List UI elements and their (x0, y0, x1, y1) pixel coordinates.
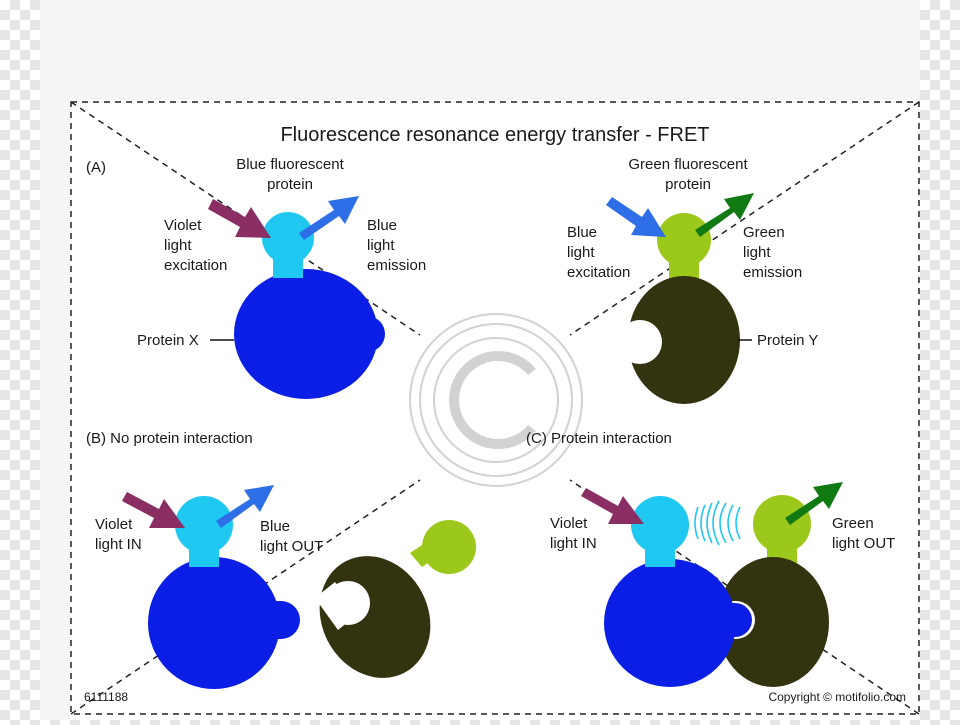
blue-excitation-arrow (606, 197, 666, 237)
fret-diagram: Fluorescence resonance energy transfer -… (70, 100, 920, 720)
blue-excitation-line3: excitation (567, 264, 630, 281)
violet-in-b-line2: light IN (95, 536, 142, 553)
blue-emission-line1: Blue (367, 217, 397, 234)
energy-transfer-waves (694, 500, 741, 546)
figure-id: 6111188 (84, 690, 128, 704)
panel-a-label: (A) (86, 159, 106, 176)
violet-in-arrow-c (581, 488, 644, 524)
panel-b-label: (B) No protein interaction (86, 430, 253, 447)
panel-c-label: (C) Protein interaction (526, 430, 672, 447)
green-emission-line2: light (743, 244, 771, 261)
protein-x-b (148, 496, 300, 689)
green-emission-line1: Green (743, 224, 785, 241)
copyright-watermark-icon (409, 313, 583, 487)
violet-excitation-line3: excitation (164, 257, 227, 274)
protein-x-label: Protein X (137, 332, 199, 349)
green-out-arrow-c (785, 482, 843, 525)
blue-excitation-line1: Blue (567, 224, 597, 241)
page-title: Fluorescence resonance energy transfer -… (280, 124, 709, 146)
protein-x-a (234, 212, 385, 399)
violet-in-c-line1: Violet (550, 515, 588, 532)
protein-x-c (604, 496, 755, 687)
gfp-label-line1: Green fluorescent (628, 156, 748, 173)
violet-excitation-line2: light (164, 237, 192, 254)
blue-out-b-line1: Blue (260, 518, 290, 535)
blue-out-arrow-b (216, 485, 274, 528)
blue-excitation-line2: light (567, 244, 595, 261)
violet-in-arrow-b (122, 492, 185, 528)
blue-out-b-line2: light OUT (260, 538, 323, 555)
green-out-c-line2: light OUT (832, 535, 895, 552)
protein-y-c (717, 495, 829, 687)
bfp-label-line2: protein (267, 176, 313, 193)
blue-emission-line2: light (367, 237, 395, 254)
blue-emission-line3: emission (367, 257, 426, 274)
green-out-c-line1: Green (832, 515, 874, 532)
bfp-label-line1: Blue fluorescent (236, 156, 344, 173)
protein-y-a (615, 213, 740, 404)
protein-y-label: Protein Y (757, 332, 818, 349)
gfp-label-line2: protein (665, 176, 711, 193)
copyright-notice: Copyright © motifolio.com (768, 690, 906, 704)
violet-excitation-line1: Violet (164, 217, 202, 234)
protein-y-b (315, 520, 476, 678)
blue-emission-arrow (299, 196, 359, 240)
green-emission-line3: emission (743, 264, 802, 281)
violet-excitation-arrow (208, 199, 271, 238)
green-emission-arrow (695, 193, 754, 237)
violet-in-c-line2: light IN (550, 535, 597, 552)
violet-in-b-line1: Violet (95, 516, 133, 533)
